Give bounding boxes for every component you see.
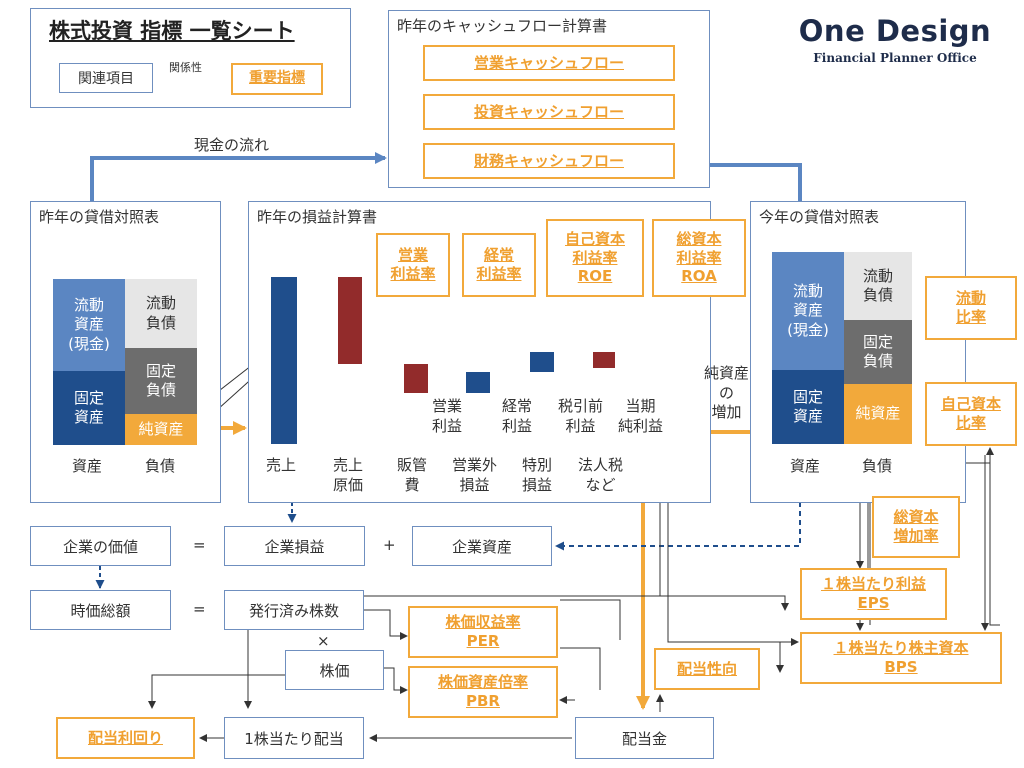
pl-profit-ordinary: 経常 利益 (502, 397, 533, 436)
dividend-per-share-box: 1株当たり配当 (224, 717, 364, 759)
bs-this-assets-label: 資産 (790, 457, 821, 475)
ratio-roa-l3: ROA (681, 267, 717, 286)
bs-this-fixed-liab: 固定 負債 (844, 320, 912, 384)
ratio-bps-l2: BPS (884, 658, 918, 676)
ratio-pbr-l1: 株価資産倍率 (437, 673, 528, 692)
ratio-operating-margin: 営業 利益率 (376, 233, 450, 297)
pl-profit-pretax: 税引前 利益 (558, 397, 604, 436)
legend-related-box: 関連項目 (59, 63, 153, 93)
ratio-ordinary-margin: 経常 利益率 (462, 233, 536, 297)
market-cap-box: 時価総額 (30, 590, 171, 630)
ratio-roe-l3: ROE (577, 267, 613, 286)
pl-bar-sales (271, 277, 297, 444)
logo: One Design Financial Planner Office (796, 14, 994, 74)
ratio-bps: １株当たり株主資本 BPS (800, 632, 1002, 684)
bs-last-current-liab: 流動 負債 (125, 279, 197, 348)
ratio-roe-l2: 利益率 (572, 248, 618, 267)
ratio-operating-margin-l1: 営業 (397, 246, 428, 265)
eq-sign-2: = (193, 600, 206, 618)
ratio-equity-l2: 比率 (955, 414, 986, 432)
pl-label-tax: 法人税 など (578, 456, 624, 495)
times-sign: × (317, 632, 330, 650)
bs-this-current-assets: 流動 資産 (現金) (772, 252, 844, 370)
legend-important-box: 重要指標 (231, 63, 323, 95)
pl-label-sales: 売上 (266, 456, 297, 474)
pl-title: 昨年の損益計算書 (257, 208, 378, 226)
plus-sign: + (383, 536, 396, 554)
ratio-roa: 総資本 利益率 ROA (652, 219, 746, 297)
cashflow-financing: 財務キャッシュフロー (423, 143, 675, 179)
dividend-box: 配当金 (575, 717, 714, 759)
ratio-roe: 自己資本 利益率 ROE (546, 219, 644, 297)
ratio-payout: 配当性向 (654, 648, 760, 690)
bs-last-net-assets: 純資産 (125, 414, 197, 445)
page-title: 株式投資 指標 一覧シート (49, 19, 295, 43)
ratio-per-l2: PER (466, 632, 500, 650)
bs-this-net-assets: 純資産 (844, 384, 912, 444)
ratio-roa-l2: 利益率 (676, 248, 722, 267)
ratio-pbr: 株価資産倍率 PBR (408, 666, 558, 718)
company-value-box: 企業の価値 (30, 526, 171, 566)
bs-this-current-liab: 流動 負債 (844, 252, 912, 320)
bs-last-assets-label: 資産 (72, 457, 103, 475)
ratio-capital-growth-l1: 総資本 (893, 508, 939, 527)
ratio-eps-l2: EPS (857, 594, 890, 612)
company-assets-box: 企業資産 (412, 526, 552, 566)
ratio-ordinary-margin-l2: 利益率 (476, 265, 522, 283)
logo-subtitle: Financial Planner Office (813, 51, 977, 65)
pl-label-cogs: 売上 原価 (333, 456, 364, 495)
bs-last-fixed-assets: 固定 資産 (53, 371, 125, 445)
pl-label-nonop: 営業外 損益 (452, 456, 498, 495)
bs-this-liab-label: 負債 (862, 457, 893, 475)
ratio-capital-growth-l2: 増加率 (893, 527, 939, 545)
ratio-current: 流動 比率 (925, 276, 1017, 340)
ratio-roa-l1: 総資本 (676, 229, 722, 248)
header-panel: 株式投資 指標 一覧シート 関連項目 関係性 重要指標 (30, 8, 351, 108)
shares-box: 発行済み株数 (224, 590, 364, 630)
ratio-dividend-yield: 配当利回り (56, 717, 195, 759)
cash-flow-label: 現金の流れ (194, 136, 270, 154)
ratio-current-l1: 流動 (955, 289, 986, 308)
pl-bar-cogs (338, 277, 362, 364)
pl-profit-net: 当期 純利益 (618, 397, 664, 436)
cashflow-panel: 昨年のキャッシュフロー計算書 営業キャッシュフロー 投資キャッシュフロー 財務キ… (388, 10, 710, 188)
cashflow-title: 昨年のキャッシュフロー計算書 (397, 17, 608, 35)
pl-bar-tax (593, 352, 615, 368)
ratio-eps-l1: １株当たり利益 (820, 575, 926, 594)
bs-last-title: 昨年の貸借対照表 (39, 208, 160, 226)
ratio-per: 株価収益率 PER (408, 606, 558, 658)
net-asset-increase: 純資産 の 増加 (704, 364, 750, 421)
ratio-equity-l1: 自己資本 (940, 395, 1001, 414)
ratio-per-l1: 株価収益率 (445, 613, 521, 632)
ratio-eps: １株当たり利益 EPS (800, 568, 947, 620)
ratio-equity: 自己資本 比率 (925, 382, 1017, 446)
pl-bar-nonop (466, 372, 490, 393)
price-box: 株価 (285, 650, 384, 690)
bs-last-current-assets: 流動 資産 (現金) (53, 279, 125, 371)
bs-this-fixed-assets: 固定 資産 (772, 370, 844, 444)
ratio-pbr-l2: PBR (466, 692, 500, 710)
ratio-operating-margin-l2: 利益率 (390, 265, 436, 283)
logo-name: One Design (798, 14, 992, 48)
ratio-ordinary-margin-l1: 経常 (483, 246, 514, 265)
cashflow-investing: 投資キャッシュフロー (423, 94, 675, 130)
ratio-bps-l1: １株当たり株主資本 (833, 639, 969, 658)
ratio-roe-l1: 自己資本 (564, 229, 625, 248)
pl-bar-sga (404, 364, 428, 393)
company-profit-box: 企業損益 (224, 526, 365, 566)
legend-relation-label: 関係性 (169, 61, 202, 74)
pl-label-sga: 販管 費 (397, 456, 428, 495)
bs-last-liab-label: 負債 (145, 457, 176, 475)
bs-this-title: 今年の貸借対照表 (759, 208, 880, 226)
cashflow-operating: 営業キャッシュフロー (423, 45, 675, 81)
pl-profit-operating: 営業 利益 (432, 397, 463, 436)
pl-bar-special (530, 352, 554, 372)
eq-sign-1: = (193, 536, 206, 554)
bs-last-fixed-liab: 固定 負債 (125, 348, 197, 414)
ratio-current-l2: 比率 (955, 308, 986, 326)
pl-label-special: 特別 損益 (522, 456, 553, 495)
ratio-capital-growth: 総資本 増加率 (872, 496, 960, 558)
